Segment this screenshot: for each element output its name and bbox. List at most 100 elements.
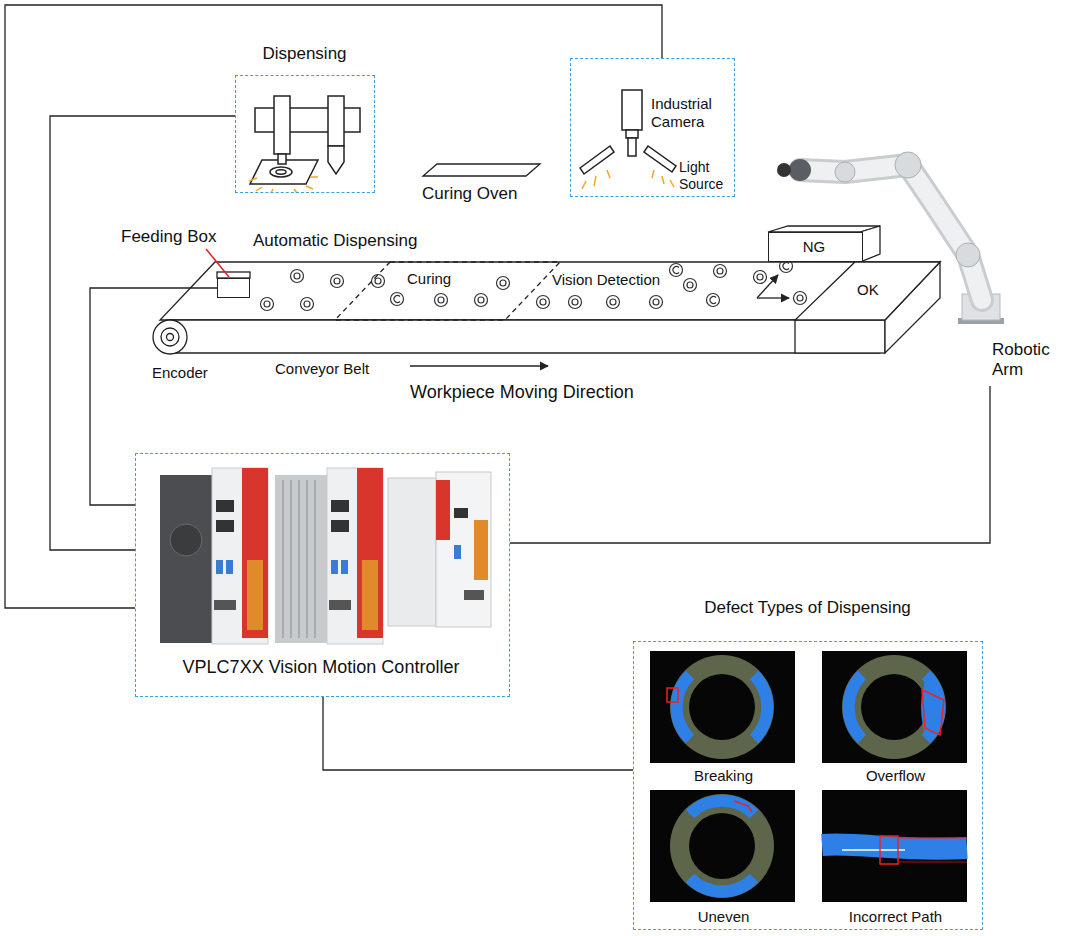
workpiece — [331, 275, 344, 288]
encoder-roller — [153, 320, 187, 354]
light-ray — [594, 176, 596, 186]
glow-ray — [306, 186, 313, 189]
workpiece — [797, 295, 803, 301]
signal-wire — [90, 288, 217, 505]
workpiece — [475, 294, 488, 307]
controller-housing — [275, 475, 327, 643]
ng-bin-side — [860, 226, 880, 262]
glue-bead — [677, 675, 768, 739]
workpiece — [334, 278, 340, 284]
workpiece — [264, 301, 270, 307]
terminal-block — [362, 560, 378, 630]
workpiece — [687, 282, 693, 288]
defect-mark — [734, 801, 752, 812]
part-label: Conveyor Belt — [275, 360, 369, 378]
usb-port — [216, 560, 223, 574]
defect-image — [650, 651, 795, 763]
workpiece — [757, 274, 763, 280]
workpiece — [497, 277, 510, 290]
robot-wrist — [789, 159, 811, 181]
glue-dot — [276, 170, 286, 174]
bin-box: NG — [768, 232, 863, 262]
part-label: Workpiece Moving Direction — [410, 382, 634, 404]
workpiece — [372, 275, 385, 288]
robot-joint — [956, 243, 980, 267]
workpiece — [304, 301, 310, 307]
feeding-box: Feeding Box — [217, 278, 250, 298]
signal-wire — [510, 386, 990, 543]
sort-arrow — [757, 297, 789, 298]
dispense-tip — [328, 146, 344, 174]
part-label: Robotic Arm — [992, 340, 1064, 381]
defect-sample: Breaking — [646, 649, 805, 789]
signal-wire — [50, 116, 235, 550]
defect-mark — [880, 836, 898, 864]
controller-housing — [388, 478, 436, 626]
encoder-roller — [167, 334, 174, 341]
workpiece — [717, 268, 723, 274]
defective-workpiece — [673, 267, 679, 274]
defect-mark — [667, 688, 678, 702]
controller-front — [436, 472, 491, 627]
robot-joint — [895, 152, 921, 178]
station-box: Dispensing — [235, 75, 375, 193]
workpiece — [261, 298, 274, 311]
zone-region: Curing — [335, 262, 560, 320]
port — [216, 500, 234, 512]
defect-image — [822, 790, 967, 902]
workpiece — [653, 299, 659, 305]
light-ray — [670, 180, 674, 187]
panel-title: Defect Types of Dispensing — [634, 598, 981, 618]
ring-part — [670, 655, 774, 759]
defect-sample: Incorrect Path — [818, 790, 977, 930]
controller-housing — [160, 475, 212, 643]
defect-image — [650, 790, 795, 902]
part-label: Encoder — [152, 364, 208, 382]
fan-grille — [170, 524, 202, 556]
light-ray — [607, 170, 610, 178]
workpiece — [572, 299, 578, 305]
shape-outline — [335, 262, 560, 320]
dispense-column — [328, 96, 344, 146]
ring-hole — [689, 674, 755, 740]
terminal-block — [474, 520, 488, 580]
usb-port — [341, 560, 348, 574]
workpiece — [610, 299, 616, 305]
defective-workpiece — [670, 264, 683, 277]
ring-part — [670, 794, 774, 898]
controller-stripe — [357, 468, 383, 638]
bin-box: OK — [795, 262, 940, 320]
signal-wire — [5, 5, 662, 608]
defective-workpiece — [710, 297, 716, 304]
defect-sample: Overflow — [818, 649, 977, 789]
curing-oven — [423, 164, 540, 176]
port — [216, 520, 234, 532]
port — [454, 508, 468, 518]
ring-hole — [689, 813, 755, 879]
robot-label-box: Robotic Arm — [984, 338, 1068, 386]
controller-stripe — [436, 480, 450, 540]
dispense-nozzle — [278, 154, 286, 164]
defect-sample: Uneven — [646, 790, 805, 930]
defect-panel: Defect Types of DispensingBreakingOverfl… — [633, 641, 983, 930]
camera-neck — [626, 130, 638, 138]
workpiece — [438, 297, 444, 303]
camera-body — [622, 90, 642, 130]
workpiece — [569, 296, 582, 309]
usb-port — [331, 560, 338, 574]
defective-workpiece — [707, 294, 720, 307]
station-title: Dispensing — [236, 44, 373, 64]
robot-joint — [835, 162, 855, 182]
dispense-column — [274, 96, 290, 154]
part-label: Curing Oven — [422, 184, 517, 204]
path-guide — [842, 849, 905, 851]
glow-ray — [249, 178, 257, 181]
defective-workpiece — [394, 296, 400, 303]
port — [331, 500, 349, 512]
glue-dot — [270, 167, 292, 177]
belt-top — [160, 262, 940, 320]
workpiece — [650, 296, 663, 309]
